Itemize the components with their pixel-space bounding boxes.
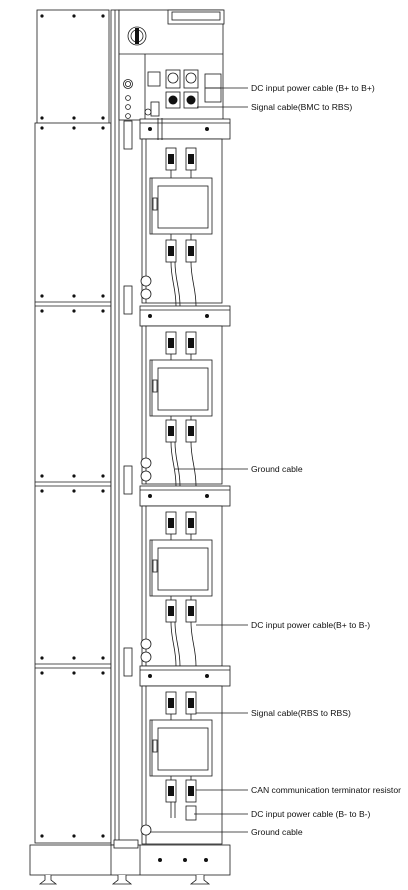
callout-dc-input-b-plus-b-minus: DC input power cable(B+ to B-) xyxy=(251,620,371,630)
module-4 xyxy=(123,638,231,845)
module-2 xyxy=(123,275,231,487)
callout-ground-cable-bottom: Ground cable xyxy=(251,827,303,837)
callout-dc-input-b-minus: DC input power cable (B- to B-) xyxy=(251,809,371,819)
callout-signal-rbs-rbs: Signal cable(RBS to RBS) xyxy=(251,708,351,718)
callout-ground-cable-mid: Ground cable xyxy=(251,464,303,474)
callout-dc-input-b-plus-top: DC input power cable (B+ to B+) xyxy=(251,83,375,93)
callout-can-terminator: CAN communication terminator resistor xyxy=(251,785,401,795)
module-3 xyxy=(123,457,231,667)
module-1 xyxy=(123,118,231,307)
leader-lines xyxy=(150,87,248,833)
front-rail xyxy=(110,9,120,846)
bms-top-box xyxy=(118,9,225,121)
callout-signal-bmc-rbs: Signal cable(BMC to RBS) xyxy=(251,102,353,112)
left-side-panel xyxy=(34,9,112,844)
base-frame xyxy=(29,839,231,885)
